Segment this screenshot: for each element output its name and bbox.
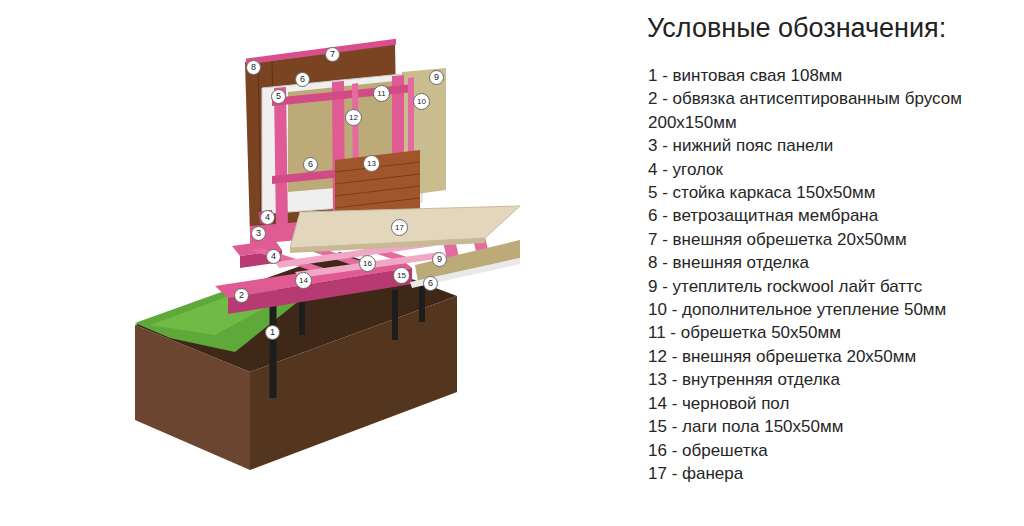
callout-number: 3 — [251, 226, 266, 241]
legend: 1 - винтовая свая 108мм2 - обвязка антис… — [648, 64, 1020, 485]
plywood-edge — [290, 238, 485, 253]
legend-entry: 17 - фанера — [648, 462, 1020, 485]
plywood-floor — [290, 206, 520, 248]
screw-pile — [270, 300, 277, 398]
legend-entry: 14 - черновой пол — [648, 392, 1020, 415]
legend-entry: 6 - ветрозащитная мембрана — [648, 204, 1020, 227]
soil-top — [135, 252, 457, 372]
callout-number: 10 — [413, 93, 430, 110]
callout-number: 9 — [432, 252, 447, 267]
callout-number: 14 — [295, 272, 312, 289]
legend-entry: 9 - утеплитель rockwool лайт баттс — [648, 275, 1020, 298]
legend-entry: 11 - обрешетка 50х50мм — [648, 321, 1020, 344]
callout-number: 7 — [325, 47, 340, 62]
legend-entry: 8 - внешняя отделка — [648, 251, 1020, 274]
callout-number: 12 — [345, 109, 362, 126]
callout-number: 13 — [363, 155, 380, 172]
legend-entry: 4 - уголок — [648, 158, 1020, 181]
legend-entry: 15 - лаги пола 150х50мм — [648, 415, 1020, 438]
callout-number: 2 — [234, 288, 249, 303]
callout-number: 6 — [295, 72, 310, 87]
callout-number: 15 — [393, 267, 410, 284]
callout-number: 4 — [266, 249, 281, 264]
callout-number: 9 — [429, 70, 444, 85]
legend-entry: 3 - нижний пояс панели — [648, 134, 1020, 157]
legend-entry: 12 - внешняя обрешетка 20х50мм — [648, 345, 1020, 368]
legend-entry: 10 - дополнительное утепление 50мм — [648, 298, 1020, 321]
legend-entry: 16 - обрешетка — [648, 439, 1020, 462]
callout-number: 6 — [423, 276, 438, 291]
callout-number: 1 — [265, 325, 280, 340]
corner — [258, 210, 274, 224]
legend-entry: 7 - внешняя обрешетка 20х50мм — [648, 228, 1020, 251]
callout-number: 5 — [271, 89, 286, 104]
callout-number: 6 — [303, 157, 318, 172]
callout-number: 8 — [246, 60, 261, 75]
legend-entry: 13 - внутренняя отделка — [648, 368, 1020, 391]
legend-entry: 1 - винтовая свая 108мм — [648, 64, 1020, 87]
legend-entry: 2 - обвязка антисептированным брусом 200… — [648, 87, 1020, 134]
legend-entry: 5 - стойка каркаса 150х50мм — [648, 181, 1020, 204]
outer-batten — [246, 39, 396, 65]
callout-number: 16 — [359, 255, 376, 272]
callout-number: 11 — [373, 85, 390, 102]
callout-number: 17 — [391, 219, 408, 236]
screw-pile — [392, 290, 398, 340]
legend-title: Условные обозначения: — [647, 13, 946, 44]
callout-number: 4 — [260, 210, 275, 225]
